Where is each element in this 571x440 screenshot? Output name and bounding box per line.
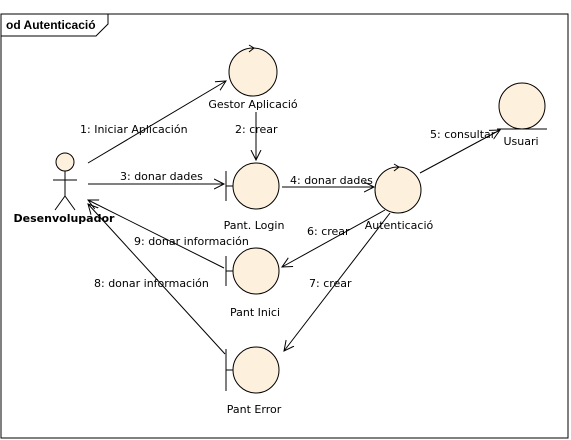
usuari-label: Usuari: [503, 135, 538, 148]
gestor-aplicacio-label: Gestor Aplicació: [208, 98, 298, 111]
message-line-6: [282, 209, 386, 267]
boundary-circle: [232, 162, 280, 210]
message-label-3: 3: donar dades: [120, 170, 203, 183]
message-label-6: 6: crear: [307, 225, 350, 238]
message-label-8: 8: donar información: [94, 277, 209, 290]
message-label-7: 7: crear: [309, 277, 352, 290]
message-line-5: [419, 130, 500, 174]
control-arrow-icon: [248, 44, 255, 53]
boundary-circle: [232, 247, 280, 295]
message-label-5: 5: consultar: [430, 128, 496, 141]
message-line-7: [284, 212, 391, 351]
control-circle: [228, 47, 278, 97]
entity-circle: [498, 82, 546, 130]
autenticacio-label: Autenticació: [365, 219, 434, 232]
actor-right-leg: [64, 195, 76, 211]
actor-head: [55, 152, 75, 172]
message-line-8: [88, 204, 226, 355]
actor-label: Desenvolupador: [14, 212, 115, 225]
actor-desenvolupador[interactable]: [53, 152, 77, 211]
message-label-9: 9: donar información: [134, 235, 249, 248]
control-circle: [374, 166, 422, 214]
diagram-frame: [0, 13, 569, 439]
message-line-1: [87, 81, 226, 164]
boundary-pant-error[interactable]: [225, 346, 280, 394]
entity-usuari[interactable]: [497, 82, 547, 130]
frame-title-tab: [0, 13, 109, 37]
message-label-1: 1: Iniciar Aplicación: [80, 123, 188, 136]
control-arrow-icon: [393, 163, 400, 172]
pant-error-label: Pant Error: [227, 403, 282, 416]
boundary-pant-login[interactable]: [225, 162, 280, 210]
control-autenticacio[interactable]: [374, 163, 422, 214]
message-line-9: [88, 200, 225, 269]
message-label-4: 4: donar dades: [290, 174, 373, 187]
boundary-pant-inici[interactable]: [225, 247, 280, 295]
boundary-circle: [232, 346, 280, 394]
message-label-2: 2: crear: [235, 123, 278, 136]
pant-login-label: Pant. Login: [224, 219, 285, 232]
control-gestor-aplicacio[interactable]: [228, 44, 278, 97]
frame-title: od Autenticació: [6, 18, 96, 32]
pant-inici-label: Pant Inici: [230, 306, 280, 319]
actor-left-leg: [54, 195, 66, 211]
